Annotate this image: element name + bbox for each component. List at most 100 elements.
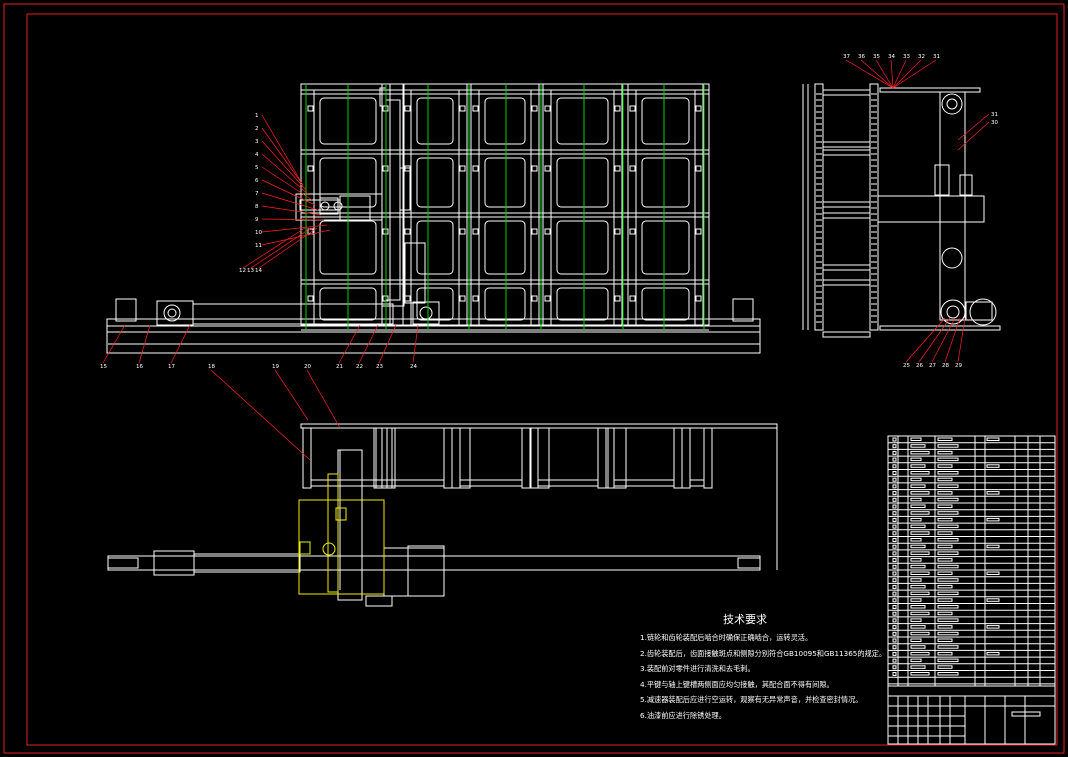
cell-bracket xyxy=(459,295,466,302)
fork-wheel xyxy=(333,201,343,211)
row-mark xyxy=(892,591,897,596)
row-text xyxy=(910,491,930,495)
row-text xyxy=(937,591,959,596)
row-text xyxy=(986,625,1000,629)
cell-bracket xyxy=(695,105,702,112)
part-number-label: 14 xyxy=(255,268,262,274)
leader-line xyxy=(358,324,379,364)
row-mark xyxy=(892,524,897,529)
row-text xyxy=(937,491,953,495)
row-mark xyxy=(892,578,897,583)
storage-cell xyxy=(416,157,454,208)
top-post xyxy=(681,427,691,489)
row-text xyxy=(986,464,1000,468)
title-block xyxy=(887,685,1056,745)
storage-cell xyxy=(556,287,609,321)
end-stop xyxy=(115,298,137,322)
side-top-sprocket xyxy=(941,93,963,115)
leader-line xyxy=(957,121,990,151)
side-top-beam xyxy=(879,87,981,93)
side-drive-wheel xyxy=(940,299,966,325)
storage-cell xyxy=(484,157,526,208)
row-text xyxy=(910,471,930,475)
part-number-label: 29 xyxy=(955,363,962,369)
part-number-label: 26 xyxy=(916,363,923,369)
row-text xyxy=(910,511,930,515)
leader-line xyxy=(210,369,311,461)
row-mark xyxy=(892,497,897,502)
row-text xyxy=(937,484,959,488)
carriage-outline xyxy=(298,499,385,595)
cell-bracket xyxy=(531,295,538,302)
travel-motor-shaft xyxy=(419,306,433,320)
row-text xyxy=(937,477,953,482)
side-shelf xyxy=(822,212,871,219)
row-text xyxy=(937,672,959,676)
part-number-label: 5 xyxy=(255,165,259,171)
travel-beam xyxy=(192,303,394,325)
row-text xyxy=(937,464,953,468)
storage-cell xyxy=(641,287,690,321)
part-number-label: 28 xyxy=(942,363,949,369)
row-text xyxy=(910,672,930,676)
side-carriage xyxy=(934,164,950,196)
cell-bracket xyxy=(472,295,479,302)
row-text xyxy=(937,564,959,569)
leader-line xyxy=(412,324,419,364)
row-text xyxy=(910,558,922,562)
part-number-label: 1 xyxy=(255,113,259,119)
part-number-label: 13 xyxy=(247,268,254,274)
row-text xyxy=(937,517,953,522)
leader-line xyxy=(892,59,922,89)
drive-wheel xyxy=(163,304,181,322)
storage-cell xyxy=(416,220,454,275)
cell-bracket xyxy=(307,165,314,172)
row-text xyxy=(910,450,930,455)
cell-bracket xyxy=(459,165,466,172)
fork-motor xyxy=(339,195,371,221)
base-beam xyxy=(106,331,761,354)
row-text xyxy=(937,631,959,636)
side-shelf xyxy=(822,331,871,338)
storage-cell xyxy=(556,97,609,145)
side-top-sprocket-hub xyxy=(946,98,958,110)
row-mark xyxy=(892,471,897,475)
row-text xyxy=(910,457,922,462)
leader-line xyxy=(261,218,325,221)
row-mark xyxy=(892,584,897,589)
drawing-name xyxy=(1011,711,1041,717)
cell-bracket xyxy=(629,295,636,302)
row-mark xyxy=(892,538,897,542)
cell-bracket xyxy=(307,295,314,302)
row-text xyxy=(910,531,930,535)
part-number-label: 27 xyxy=(929,363,936,369)
part-number-label: 15 xyxy=(100,364,107,370)
leader-line xyxy=(918,317,951,363)
top-bracket xyxy=(365,595,393,607)
part-number-label: 2 xyxy=(255,126,259,132)
row-text xyxy=(937,658,959,663)
row-mark xyxy=(892,638,897,643)
part-number-label: 19 xyxy=(272,364,279,370)
row-text xyxy=(937,504,953,508)
row-mark xyxy=(892,464,897,469)
cell-bracket xyxy=(629,165,636,172)
part-number-label: 6 xyxy=(255,178,259,184)
row-text xyxy=(937,571,953,575)
drive-wheel-hub xyxy=(167,308,177,318)
row-text xyxy=(937,531,953,535)
part-number-label: 8 xyxy=(255,204,259,210)
cell-bracket xyxy=(544,105,551,112)
part-number-label: 31 xyxy=(933,54,940,60)
row-mark xyxy=(892,618,897,623)
row-text xyxy=(937,558,953,562)
storage-cell xyxy=(484,97,526,145)
part-number-label: 17 xyxy=(168,364,175,370)
row-text xyxy=(937,578,959,582)
top-shelf xyxy=(459,479,523,487)
cell-bracket xyxy=(614,105,621,112)
cell-bracket xyxy=(459,105,466,112)
cell-bracket xyxy=(459,228,466,235)
side-carriage-plate xyxy=(959,174,973,196)
leader-line xyxy=(261,229,331,246)
